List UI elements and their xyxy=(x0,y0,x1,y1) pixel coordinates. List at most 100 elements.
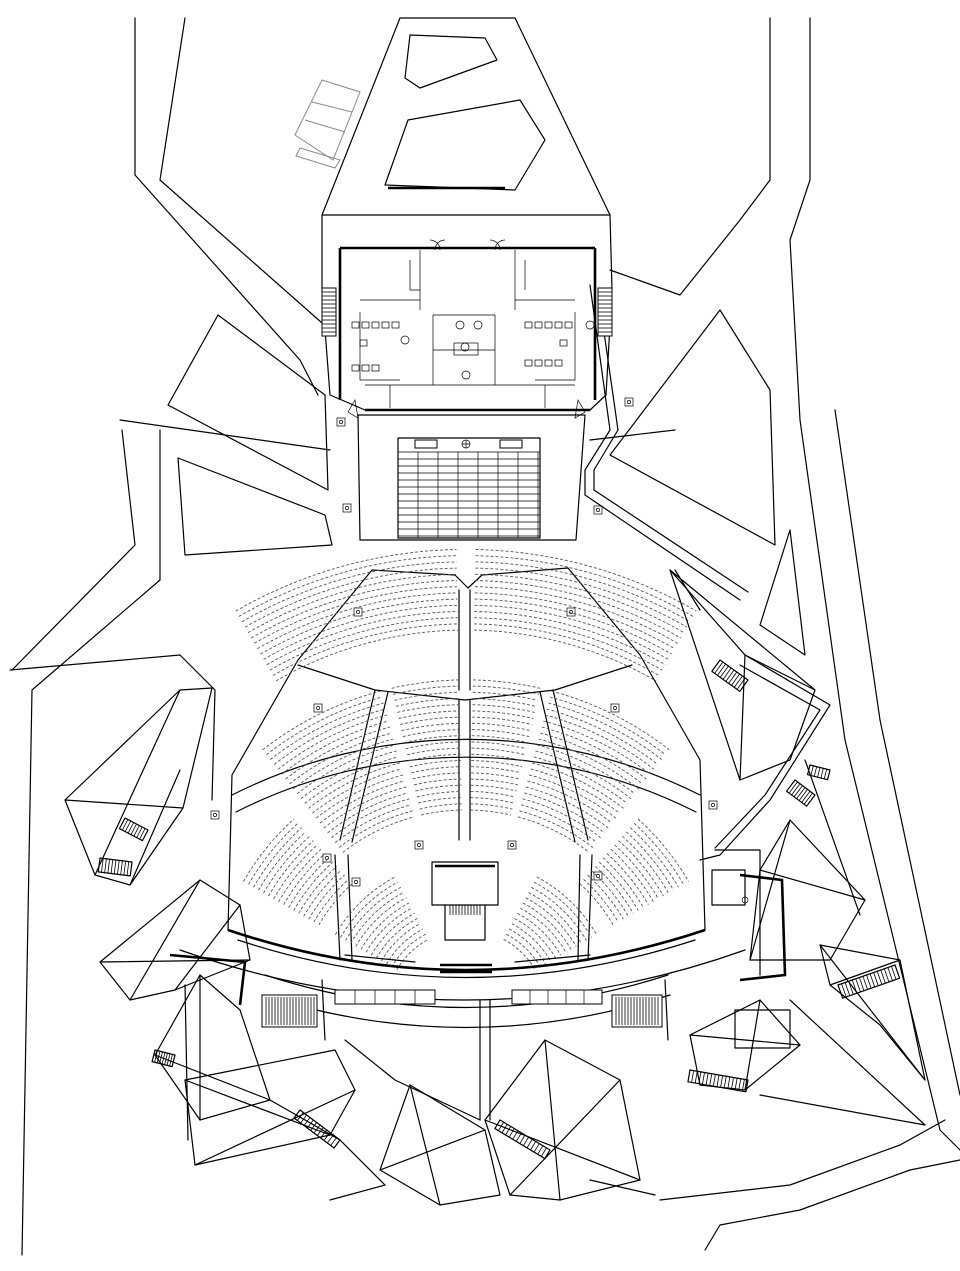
seat-row xyxy=(544,714,655,770)
stair-tread xyxy=(121,819,129,831)
seat-row xyxy=(375,918,418,959)
stair-tread xyxy=(705,1073,709,1086)
seat-row xyxy=(327,792,408,834)
stair-tread xyxy=(505,1126,512,1136)
stair-tread xyxy=(166,1053,171,1066)
stair-tread xyxy=(891,966,897,980)
stair-tread xyxy=(844,982,851,996)
seat-row xyxy=(531,886,587,941)
stair xyxy=(151,1049,176,1068)
seat-row xyxy=(275,629,459,682)
stair-tread xyxy=(300,1114,307,1124)
seat-row xyxy=(288,857,330,908)
seat-row xyxy=(598,861,639,911)
seat-row xyxy=(622,835,669,894)
seat-row xyxy=(391,679,460,689)
seat-row xyxy=(392,685,460,695)
seat-row xyxy=(472,679,541,689)
seat-row xyxy=(618,840,664,897)
seat-row xyxy=(308,762,400,809)
seat-row xyxy=(296,744,396,795)
stair-tread xyxy=(793,785,803,798)
seat-row xyxy=(266,696,383,756)
stair-tread xyxy=(709,1073,713,1086)
stair-tread xyxy=(734,1078,738,1091)
seat-row xyxy=(473,629,657,682)
stair-tread xyxy=(741,1079,745,1092)
stair-tread xyxy=(540,1147,547,1157)
seat-row xyxy=(474,617,663,671)
seat-row xyxy=(551,690,670,751)
fixture xyxy=(455,320,465,330)
fixture xyxy=(585,320,595,330)
stair-tread xyxy=(307,1119,314,1129)
seat-row xyxy=(405,741,461,750)
stair-tread xyxy=(723,1076,727,1089)
stair-tread xyxy=(120,860,123,875)
seat-row xyxy=(278,848,322,903)
seat-row xyxy=(355,897,407,947)
seat-row xyxy=(331,798,410,839)
seat-row xyxy=(283,853,326,905)
stair-tread xyxy=(327,1134,334,1144)
seat-row xyxy=(591,870,629,917)
stair-tread xyxy=(820,768,824,779)
lamp xyxy=(414,840,424,850)
fixture xyxy=(554,321,563,329)
seat-row xyxy=(475,555,694,617)
seat-row xyxy=(247,573,457,633)
seat-row xyxy=(269,617,458,671)
stair-tread xyxy=(725,669,735,682)
stair-tread xyxy=(303,1117,311,1126)
fixture xyxy=(534,321,543,329)
seat-row xyxy=(298,866,338,914)
stair-tread xyxy=(515,1132,522,1142)
stair xyxy=(687,1069,749,1093)
site-boundary xyxy=(11,17,960,1256)
seat-row xyxy=(360,902,410,950)
stair-tread xyxy=(736,677,746,690)
seat-row xyxy=(394,691,460,701)
seat-row xyxy=(418,797,462,804)
stair-tread xyxy=(323,1132,331,1141)
seat-row xyxy=(471,760,523,768)
stair-tread xyxy=(855,978,861,993)
seat-row xyxy=(475,561,691,623)
fixture xyxy=(361,321,370,329)
seat-row xyxy=(396,939,429,971)
stair-tread xyxy=(526,1139,533,1149)
stair-tread xyxy=(104,858,107,873)
seat-row xyxy=(318,883,353,926)
seat-row xyxy=(527,780,613,824)
lamp xyxy=(566,607,576,617)
stair xyxy=(837,964,901,999)
exterior-stairs xyxy=(97,659,901,1160)
stair-tread xyxy=(139,828,146,840)
seat-row xyxy=(533,881,592,938)
seat-row xyxy=(397,704,460,713)
stair-tread xyxy=(310,1122,317,1131)
seat-row xyxy=(471,766,521,774)
table xyxy=(453,342,479,356)
stair-tread xyxy=(722,667,732,680)
seat-row xyxy=(474,580,682,639)
seat-row xyxy=(470,784,517,792)
stair-tread xyxy=(156,1051,161,1063)
seat-row xyxy=(470,803,513,810)
seat-row xyxy=(289,732,392,785)
seat-row xyxy=(525,786,609,829)
stair-tread xyxy=(731,673,740,686)
stair-tread xyxy=(297,1112,304,1121)
stair-tread xyxy=(519,1134,526,1144)
stair-tread xyxy=(719,665,729,678)
stair-tread xyxy=(164,1053,168,1065)
seat-row xyxy=(471,722,531,732)
stair-tread xyxy=(731,1077,734,1090)
seat-row xyxy=(541,726,647,780)
fixture xyxy=(351,321,360,329)
stair-tread xyxy=(126,861,130,876)
seat-row xyxy=(503,939,536,971)
seat-row xyxy=(519,810,594,848)
stair-tread xyxy=(823,769,828,779)
stair-tread xyxy=(101,858,104,873)
